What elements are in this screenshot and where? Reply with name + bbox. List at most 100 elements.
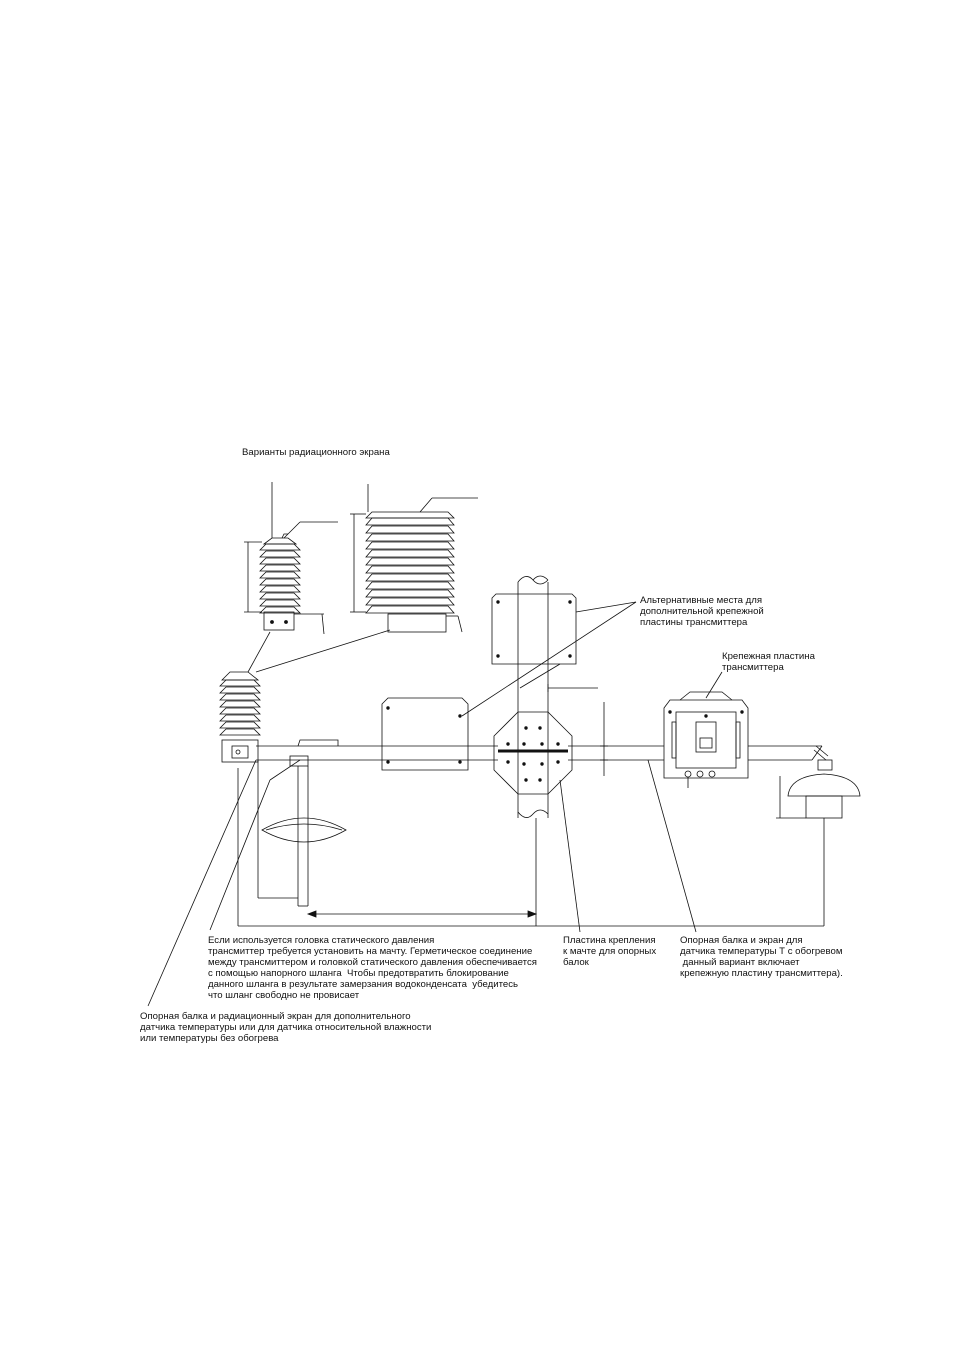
small-shield-cap xyxy=(262,537,298,545)
large-shield-beam-end xyxy=(457,615,463,633)
leader-transmitter-plate xyxy=(705,671,723,699)
dim-arrow xyxy=(527,910,538,918)
large-shield-leader-arrow xyxy=(419,497,433,513)
transmitter-display-window xyxy=(699,737,713,749)
mast-plate-bolt xyxy=(556,760,560,764)
leader-alt-plate-upper xyxy=(575,601,637,613)
mast-plate-bolt xyxy=(556,742,560,746)
beam-shield-clamp xyxy=(231,745,249,759)
heated-shield-arm xyxy=(813,749,827,761)
large-shield-louvre xyxy=(365,517,455,526)
mast-plate-bolt xyxy=(538,778,542,782)
small-shield-louvre xyxy=(259,585,301,593)
alt-plate-left-bolt xyxy=(386,706,390,710)
pressure-head-disc-rim xyxy=(265,823,343,831)
diagram-title: Варианты радиационного экрана xyxy=(242,447,390,458)
large-shield-louvre xyxy=(365,565,455,574)
large-shield-louvre xyxy=(365,541,455,550)
transmitter-cable-gland xyxy=(684,770,692,778)
callout-static-pressure: Если используется головка статического д… xyxy=(208,935,537,1001)
large-shield-louvre xyxy=(365,581,455,590)
mast-plate-bolt xyxy=(540,742,544,746)
beam-shield-louvre xyxy=(219,721,261,729)
transmitter-display xyxy=(695,721,717,753)
transmitter-side-rail xyxy=(735,721,741,759)
transmitter-bolt xyxy=(668,710,672,714)
large-shield-louvre xyxy=(365,557,455,566)
callout-mast-plate: Пластина крепления к мачте для опорных б… xyxy=(563,935,657,968)
transmitter-side-rail xyxy=(671,721,677,759)
small-shield-louvre xyxy=(259,564,301,572)
mast-mounting-plate xyxy=(493,711,573,795)
large-shield-cap xyxy=(365,511,455,519)
transmitter-bolt xyxy=(704,714,708,718)
mast-plate-bolt xyxy=(538,726,542,730)
small-shield-louvre xyxy=(259,543,301,551)
leader-heated-sensor xyxy=(647,759,697,933)
heated-shield-arm xyxy=(815,745,829,757)
heated-shield-body xyxy=(805,795,843,819)
alt-plate-left-bolt xyxy=(458,760,462,764)
large-shield-louvre xyxy=(365,525,455,534)
beam-shield-louvre xyxy=(219,714,261,722)
beam-shield-mount xyxy=(221,739,259,763)
heated-shield-dome xyxy=(787,773,861,797)
leader-static-pressure-beam xyxy=(269,759,301,781)
mast-plate-bolt xyxy=(506,742,510,746)
small-shield-louvre xyxy=(259,578,301,586)
callout-alt-locations: Альтернативные места для дополнительной … xyxy=(640,595,764,628)
pressure-head-clamp xyxy=(289,755,309,767)
alt-plate-left-bolt xyxy=(458,714,462,718)
mast-plate-bolt xyxy=(524,726,528,730)
small-shield-mount-block xyxy=(263,611,295,631)
heated-shield-mount xyxy=(817,759,833,771)
mast-top-break xyxy=(517,576,549,585)
mast-top-break-inner xyxy=(532,575,549,581)
alt-plate-bolt xyxy=(496,600,500,604)
alt-plate-bolt xyxy=(496,654,500,658)
transmitter-lid xyxy=(679,691,733,701)
transmitter-cable-gland xyxy=(696,770,704,778)
small-shield-louvre xyxy=(259,550,301,558)
beam-shield-louvre xyxy=(219,693,261,701)
mast-plate-bolt xyxy=(524,778,528,782)
small-shield-top-hook xyxy=(281,533,288,539)
pressure-head-arm xyxy=(297,739,339,747)
mast-plate-bolt xyxy=(522,762,526,766)
leader-mast-plate xyxy=(559,779,581,933)
alt-plate-upper xyxy=(491,593,577,665)
leader-static-pressure xyxy=(209,779,271,931)
beam-shield-louvre xyxy=(219,679,261,687)
dim-arrow xyxy=(306,910,317,918)
beam-shield-louvre xyxy=(219,700,261,708)
callout-transmitter-plate: Крепежная пластина трансмиттера xyxy=(722,651,815,673)
mast-plate-bolt xyxy=(522,742,526,746)
transmitter-inner-frame xyxy=(675,711,737,769)
beam-shield-cap xyxy=(221,671,260,681)
small-shield-louvre xyxy=(259,599,301,607)
small-shield-leader-arrow xyxy=(283,521,301,539)
alt-plate-left-bolt xyxy=(386,760,390,764)
large-shield-mount-block xyxy=(387,613,447,633)
leader-shield-variants-1 xyxy=(247,631,271,673)
large-shield-louvre xyxy=(365,597,455,606)
leader-shield-variants-2 xyxy=(255,629,391,673)
beam-shield-louvre xyxy=(219,707,261,715)
beam-shield-bolt xyxy=(235,749,241,755)
transmitter-enclosure xyxy=(663,699,749,779)
alt-plate-left xyxy=(381,697,469,771)
mast-plate-bolt xyxy=(506,760,510,764)
small-shield-beam-end xyxy=(321,613,325,635)
callout-heated-sensor: Опорная балка и экран для датчика темпер… xyxy=(680,935,843,979)
small-shield-louvre xyxy=(259,606,301,614)
transmitter-bolt xyxy=(740,710,744,714)
mast-plate-bolt xyxy=(540,762,544,766)
small-shield-bolt xyxy=(284,620,288,624)
small-shield-bolt xyxy=(270,620,274,624)
small-shield-louvre xyxy=(259,592,301,600)
small-shield-louvre xyxy=(259,557,301,565)
large-shield-louvre xyxy=(365,605,455,614)
alt-plate-bolt xyxy=(568,654,572,658)
